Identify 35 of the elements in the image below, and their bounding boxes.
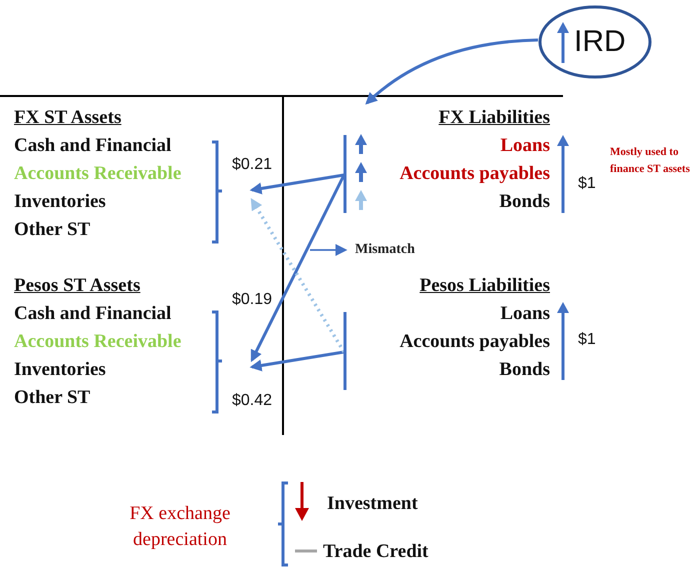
amount-label: $0.19	[232, 291, 272, 309]
account-item: Other ST	[14, 218, 90, 242]
account-item: Bonds	[499, 358, 550, 382]
amount-label: $0.21	[232, 156, 272, 174]
account-item: Accounts Receivable	[14, 330, 182, 354]
account-item: Accounts payables	[400, 162, 550, 186]
legend-text: Trade Credit	[323, 540, 430, 564]
account-item: Accounts Receivable	[14, 162, 182, 186]
account-item: Inventories	[14, 358, 106, 382]
account-item: Loans	[500, 302, 550, 326]
section-heading: Pesos Liabilities	[420, 274, 550, 298]
arrow	[250, 174, 346, 362]
account-item: Cash and Financial	[14, 134, 172, 158]
note: Mostly used to finance ST assets	[610, 145, 691, 177]
account-item: Loans	[500, 134, 550, 158]
account-item: Accounts payables	[400, 330, 550, 354]
account-item: Inventories	[14, 190, 106, 214]
arrow	[365, 38, 538, 105]
account-item: Cash and Financial	[14, 302, 172, 326]
legend-text: Investment	[327, 492, 419, 516]
node-label: IRD	[574, 24, 626, 60]
arrow	[250, 350, 344, 372]
amount-label: $1	[578, 331, 596, 349]
amount-label: $0.42	[232, 392, 272, 410]
account-item: Bonds	[499, 190, 550, 214]
section-heading: FX Liabilities	[438, 106, 550, 130]
section-heading: Pesos ST Assets	[14, 274, 140, 298]
amount-label: $1	[578, 175, 596, 193]
node-label: Mismatch	[355, 241, 415, 259]
account-item: Other ST	[14, 386, 90, 410]
dotted-arrow	[250, 198, 346, 353]
caption-text: FX exchange depreciation	[128, 502, 232, 552]
arrow	[310, 244, 348, 256]
section-heading: FX ST Assets	[14, 106, 122, 130]
arrow	[250, 174, 344, 194]
